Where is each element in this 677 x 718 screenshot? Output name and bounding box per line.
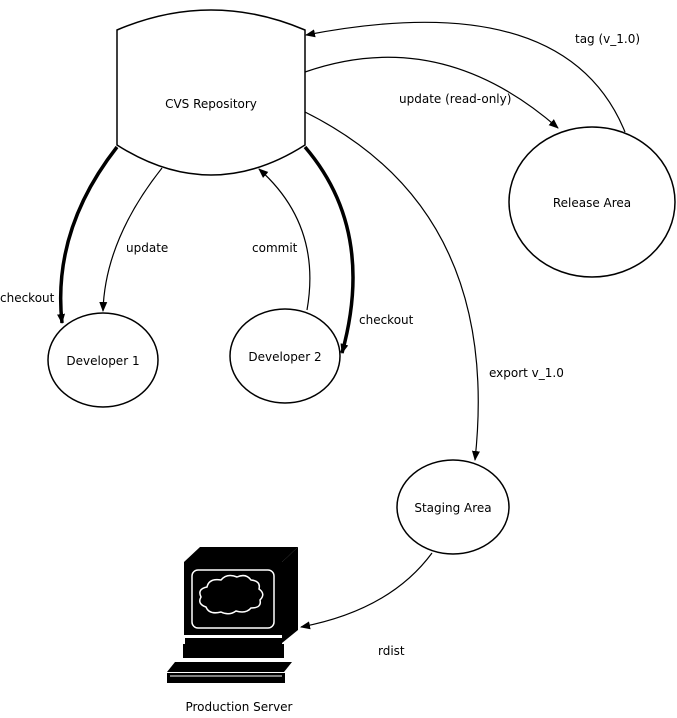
edge-tag-release	[305, 21, 626, 133]
developer1-shape	[47, 312, 159, 408]
developer1-node[interactable]: Developer 1	[47, 312, 159, 408]
edge-checkout-dev2	[303, 145, 355, 354]
repository-shape	[116, 9, 306, 176]
release-label: Release Area	[553, 196, 631, 210]
edge-label-export: export v_1.0	[489, 366, 564, 380]
developer2-node[interactable]: Developer 2	[229, 308, 341, 404]
staging-shape	[396, 459, 510, 555]
developer2-shape	[229, 308, 341, 404]
edge-label-rdist: rdist	[378, 644, 405, 658]
edge-label-checkout1: checkout	[0, 291, 55, 305]
edge-update-dev1	[99, 167, 163, 312]
edge-label-checkout2: checkout	[359, 313, 414, 327]
edge-label-commit: commit	[252, 241, 298, 255]
edge-commit-dev2	[258, 168, 311, 311]
computer-icon	[167, 547, 298, 683]
repository-node[interactable]: CVS Repository	[116, 9, 306, 176]
edge-label-update: update	[126, 241, 168, 255]
edge-update-release	[304, 56, 559, 129]
edge-checkout-dev1	[57, 145, 119, 324]
edge-export-staging	[304, 111, 480, 461]
developer1-label: Developer 1	[66, 354, 139, 368]
production-server-node[interactable]: Production Server	[167, 547, 298, 714]
edge-rdist-production	[300, 552, 433, 630]
staging-node[interactable]: Staging Area	[396, 459, 510, 555]
release-node[interactable]: Release Area	[508, 126, 676, 278]
edge-label-tag: tag (v_1.0)	[575, 32, 640, 46]
production-label: Production Server	[185, 700, 292, 714]
release-shape	[508, 126, 676, 278]
staging-label: Staging Area	[414, 501, 491, 515]
repository-label: CVS Repository	[165, 97, 257, 111]
developer2-label: Developer 2	[248, 350, 321, 364]
edge-label-update-readonly: update (read-only)	[399, 92, 511, 106]
